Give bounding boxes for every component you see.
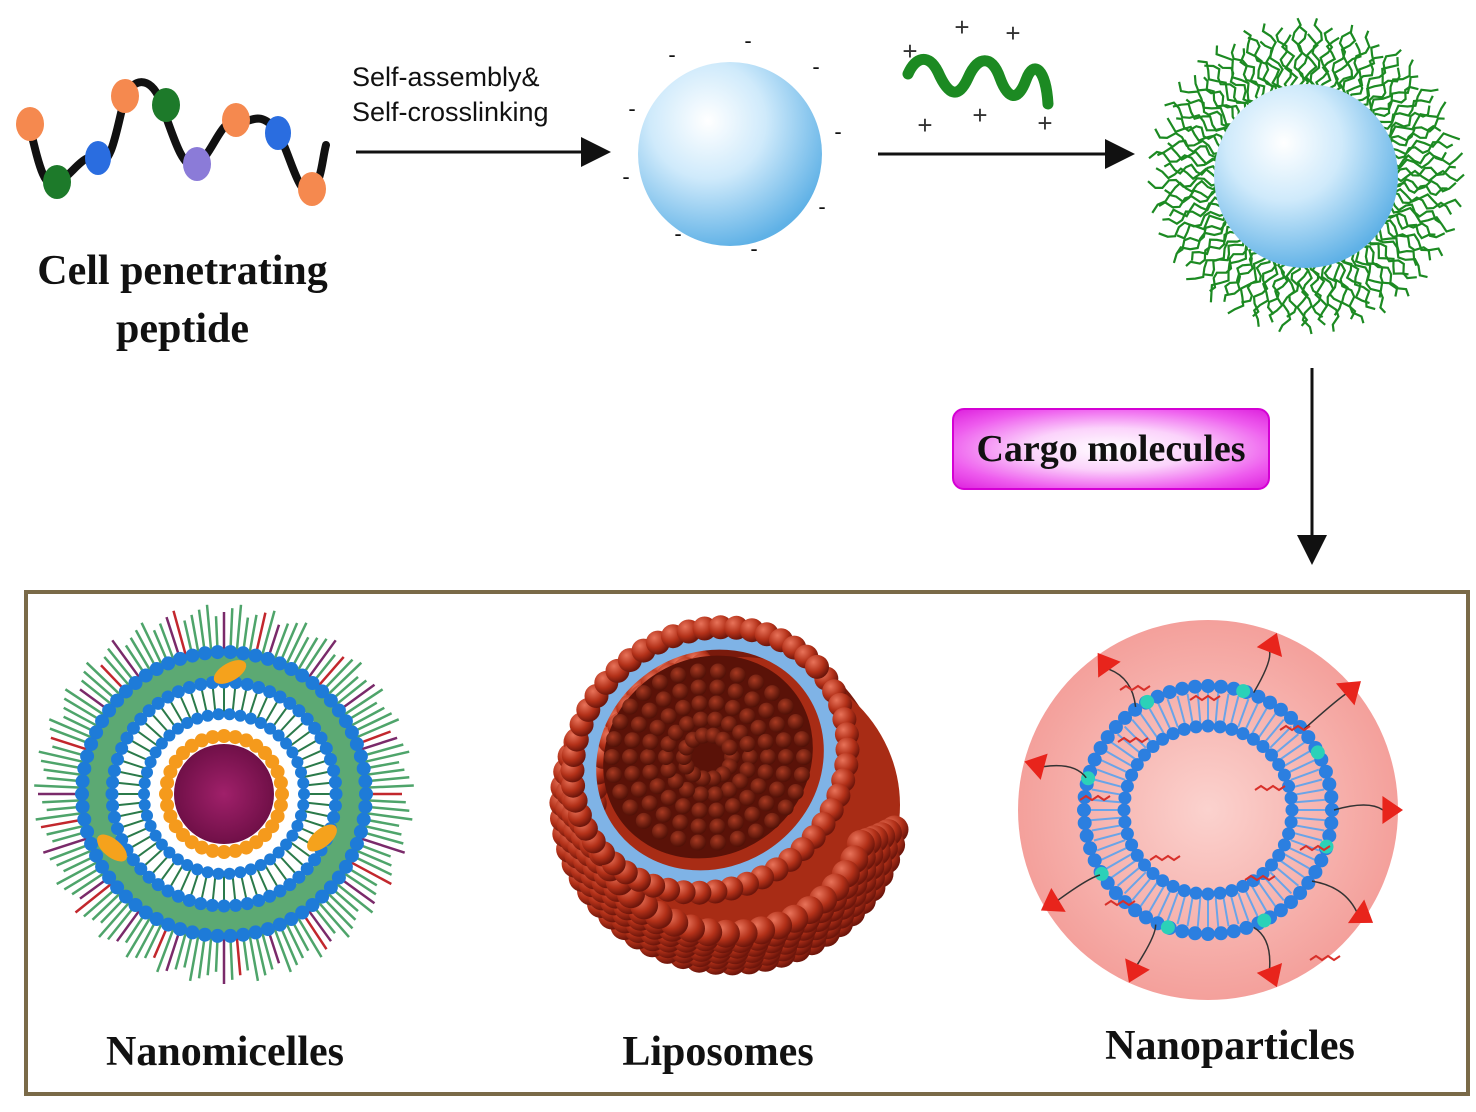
peptide-bead-green bbox=[43, 165, 71, 199]
cargo-molecules-box: Cargo molecules bbox=[952, 408, 1270, 490]
plus-sign: + bbox=[1037, 108, 1052, 138]
peptide-bead-blue bbox=[85, 141, 111, 175]
peptide-bead-purple bbox=[183, 147, 211, 181]
minus-sign: - bbox=[818, 194, 825, 219]
cpp-label-line1: Cell penetrating bbox=[37, 248, 328, 294]
minus-sign: - bbox=[834, 119, 841, 144]
plus-sign: + bbox=[954, 12, 969, 42]
coated-sphere bbox=[1147, 17, 1465, 335]
minus-sign: - bbox=[750, 236, 757, 261]
nanomicelles-label: Nanomicelles bbox=[106, 1029, 344, 1075]
liposomes-label: Liposomes bbox=[622, 1029, 814, 1075]
peptide-bead-blue bbox=[265, 116, 291, 150]
nanoparticles-label: Nanoparticles bbox=[1105, 1023, 1355, 1069]
nanoparticle-illustration bbox=[1018, 620, 1403, 1000]
plus-sign: + bbox=[902, 36, 917, 66]
products-frame bbox=[24, 590, 1470, 1096]
cargo-molecules-label: Cargo molecules bbox=[976, 428, 1246, 470]
negative-charges: - - - - - - - - - bbox=[622, 28, 841, 261]
minus-sign: - bbox=[622, 164, 629, 189]
positive-charges: + + + + + + bbox=[902, 12, 1052, 140]
minus-sign: - bbox=[812, 54, 819, 79]
nanomicelle-illustration bbox=[34, 604, 414, 984]
minus-sign: - bbox=[668, 42, 675, 67]
cpp-label-line2: peptide bbox=[115, 306, 249, 352]
minus-sign: - bbox=[628, 96, 635, 121]
peptide-bead-orange bbox=[111, 79, 139, 113]
self-assembly-line2: Self-crosslinking bbox=[352, 97, 549, 127]
peptide-chain bbox=[16, 78, 330, 206]
cationic-polymer bbox=[902, 54, 1054, 110]
plus-sign: + bbox=[1005, 18, 1020, 48]
liposome-illustration bbox=[549, 615, 909, 976]
self-assembly-line1: Self-assembly& bbox=[352, 62, 540, 92]
cell-penetrating-peptide-label: Cell penetrating peptide bbox=[10, 242, 355, 358]
peptide-bead-orange bbox=[16, 107, 44, 141]
minus-sign: - bbox=[744, 28, 751, 53]
self-assembly-label: Self-assembly& Self-crosslinking bbox=[352, 60, 549, 130]
peptide-bead-orange bbox=[298, 172, 326, 206]
plus-sign: + bbox=[917, 110, 932, 140]
charged-sphere bbox=[638, 62, 822, 246]
minus-sign: - bbox=[674, 221, 681, 246]
peptide-bead-orange bbox=[222, 103, 250, 137]
peptide-bead-green bbox=[152, 88, 180, 122]
plus-sign: + bbox=[972, 100, 987, 130]
